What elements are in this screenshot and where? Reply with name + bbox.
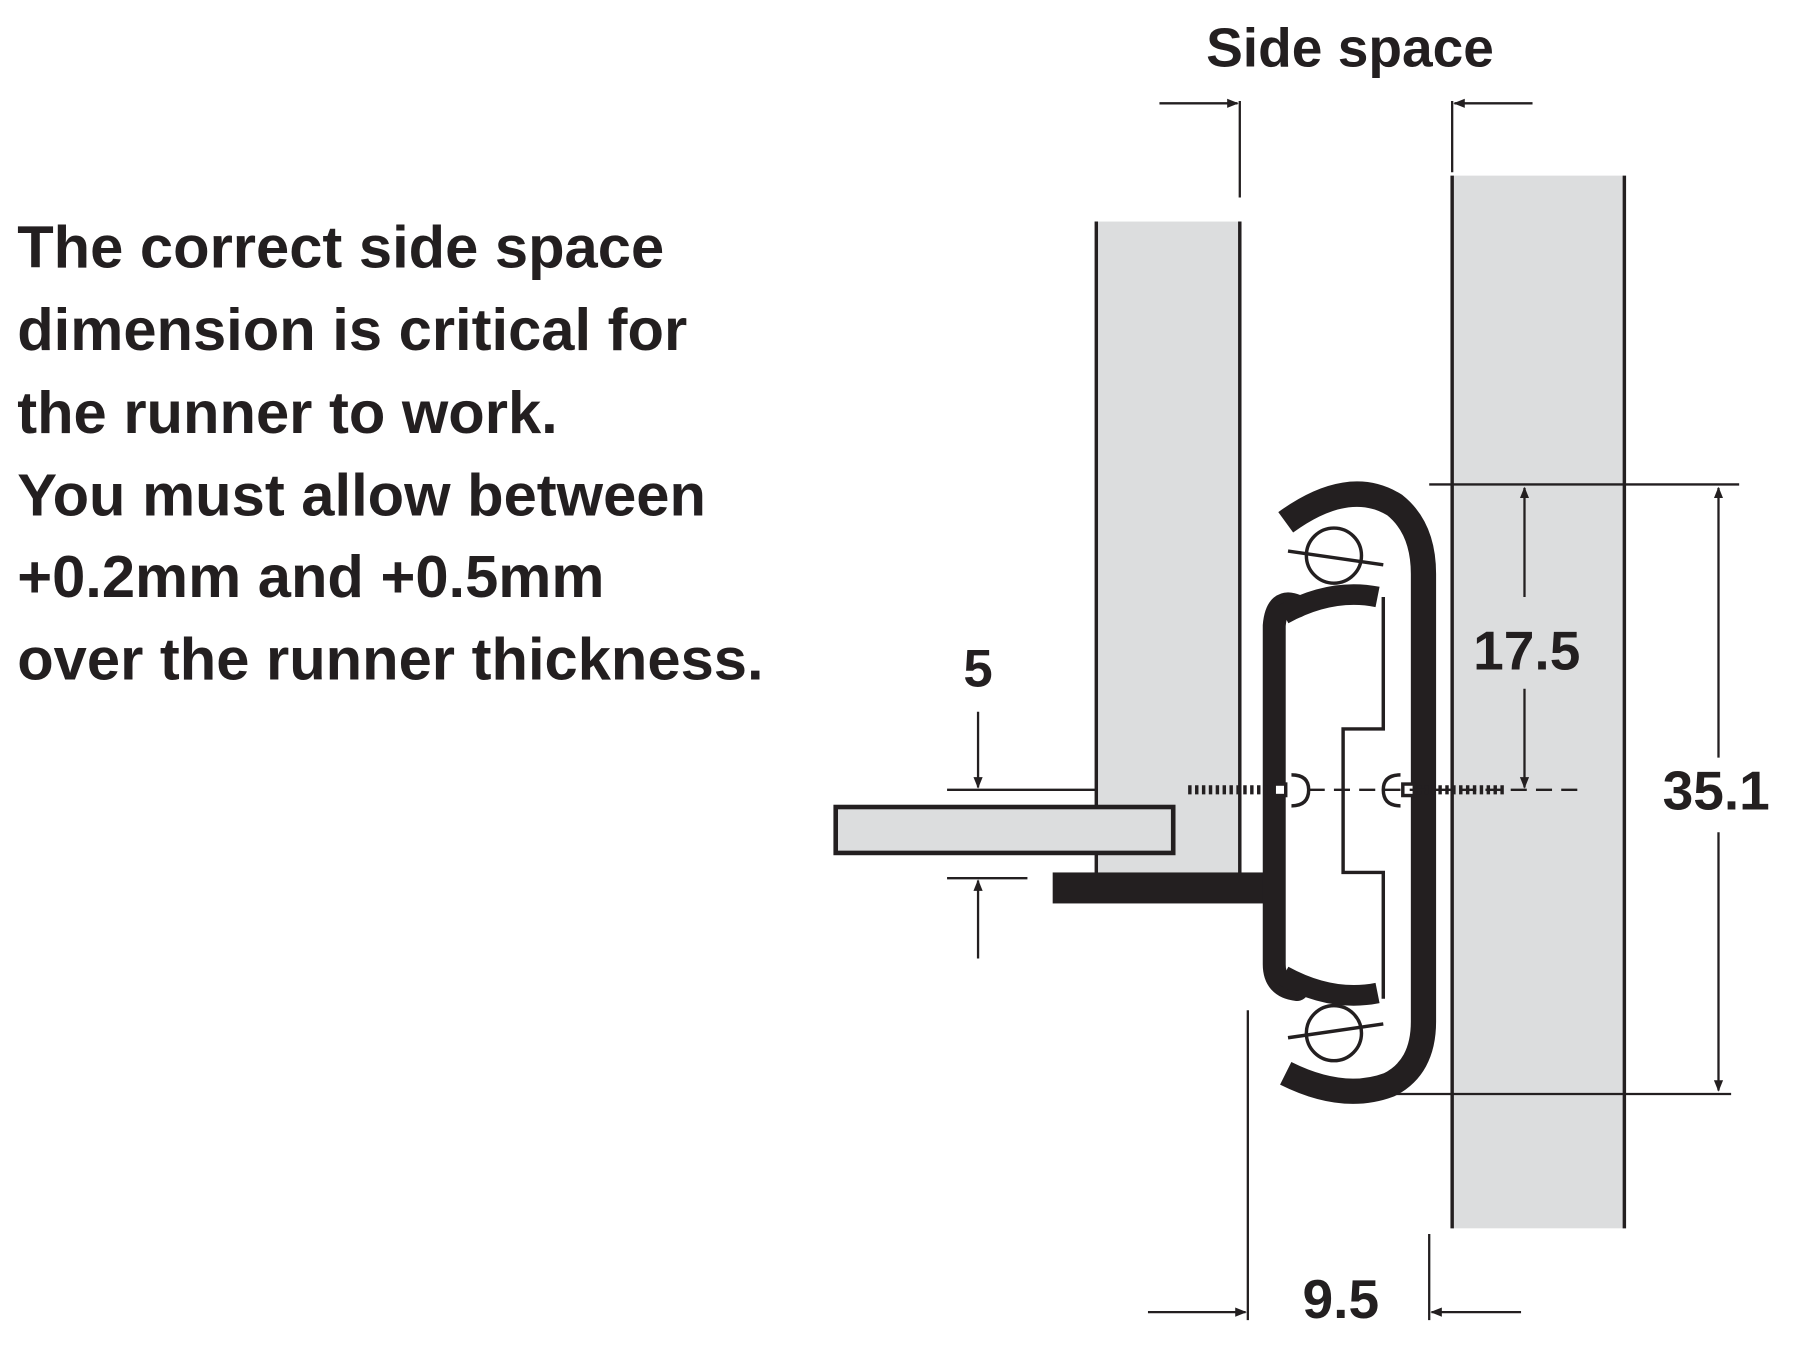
note-line: over the runner thickness.	[17, 626, 763, 693]
note-line: You must allow between	[17, 461, 706, 528]
note-line: the runner to work.	[17, 379, 558, 446]
instruction-text: The correct side space dimension is crit…	[17, 213, 763, 692]
bearing-ball-icon	[1287, 526, 1384, 585]
thickness-label: 9.5	[1303, 1268, 1380, 1330]
drawer-side-panel	[1094, 221, 1242, 873]
height-label: 35.1	[1663, 759, 1770, 821]
side-space-dimension	[1159, 98, 1533, 198]
side-space-label: Side space	[1206, 17, 1494, 79]
height-dimensions	[1394, 483, 1740, 1096]
bearing-ball-icon	[1287, 1003, 1384, 1063]
thickness-dimension	[1147, 1010, 1522, 1321]
note-line: dimension is critical for	[17, 296, 687, 363]
cabinet-side-panel	[1450, 175, 1627, 1229]
note-line: +0.2mm and +0.5mm	[17, 543, 604, 610]
drawer-bottom	[833, 804, 1176, 856]
half-height-label: 17.5	[1473, 619, 1580, 681]
ball-bearing-runner	[1052, 481, 1504, 1104]
offset-dimension	[947, 711, 1097, 959]
note-line: The correct side space	[17, 213, 664, 280]
offset-label: 5	[963, 639, 992, 698]
